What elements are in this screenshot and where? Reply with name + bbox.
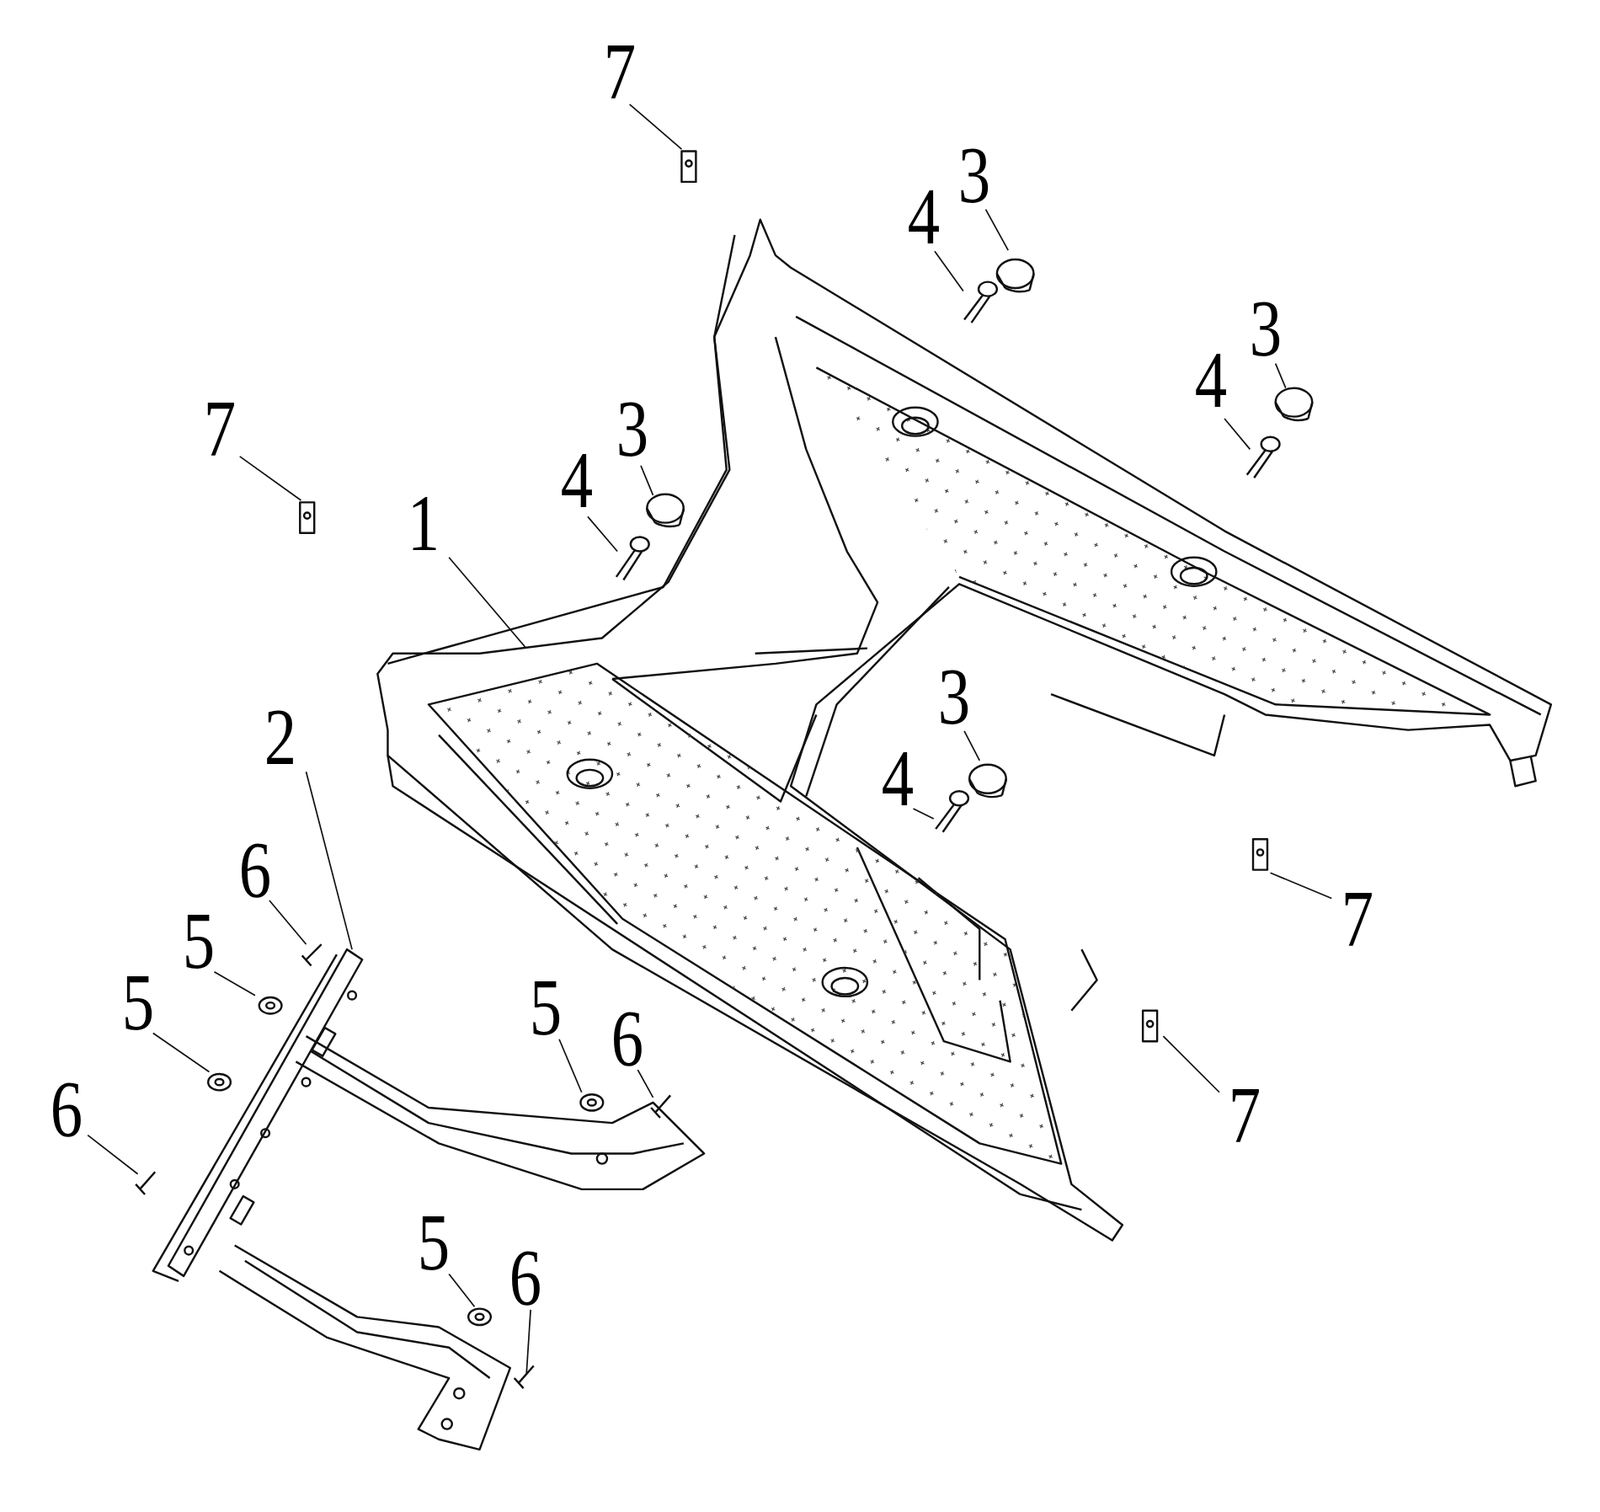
callout-number: 6 [50,1068,83,1150]
screws [135,944,671,1388]
callout-number: 7 [602,31,635,112]
callout-number: 3 [938,656,971,737]
callout-number: 3 [616,388,649,470]
callout-number: 3 [958,134,991,216]
callout-number: 6 [509,1237,542,1318]
leader-lines [87,104,1332,1373]
callout-number: 5 [529,966,562,1048]
callout-number: 7 [1228,1074,1261,1156]
callout-number: 6 [611,997,644,1079]
caps [646,259,1312,797]
callout-number: 1 [407,482,440,564]
callout-number: 5 [121,961,154,1043]
bracket [153,949,704,1450]
callout-number: 4 [881,737,914,819]
callout-number: 4 [560,439,592,521]
callout-number: 4 [906,176,939,257]
bolts [616,282,1280,832]
callout-number: 7 [202,388,235,470]
callout-number: 5 [417,1201,450,1283]
callout-number: 2 [264,696,297,778]
callout-number: 3 [1248,288,1281,369]
callout-number: 4 [1194,339,1227,421]
clips [299,151,1268,1042]
callout-number: 6 [239,829,272,911]
callout-number: 5 [182,900,215,982]
floor-panel [377,219,1551,1241]
callout-number: 7 [1340,878,1373,960]
